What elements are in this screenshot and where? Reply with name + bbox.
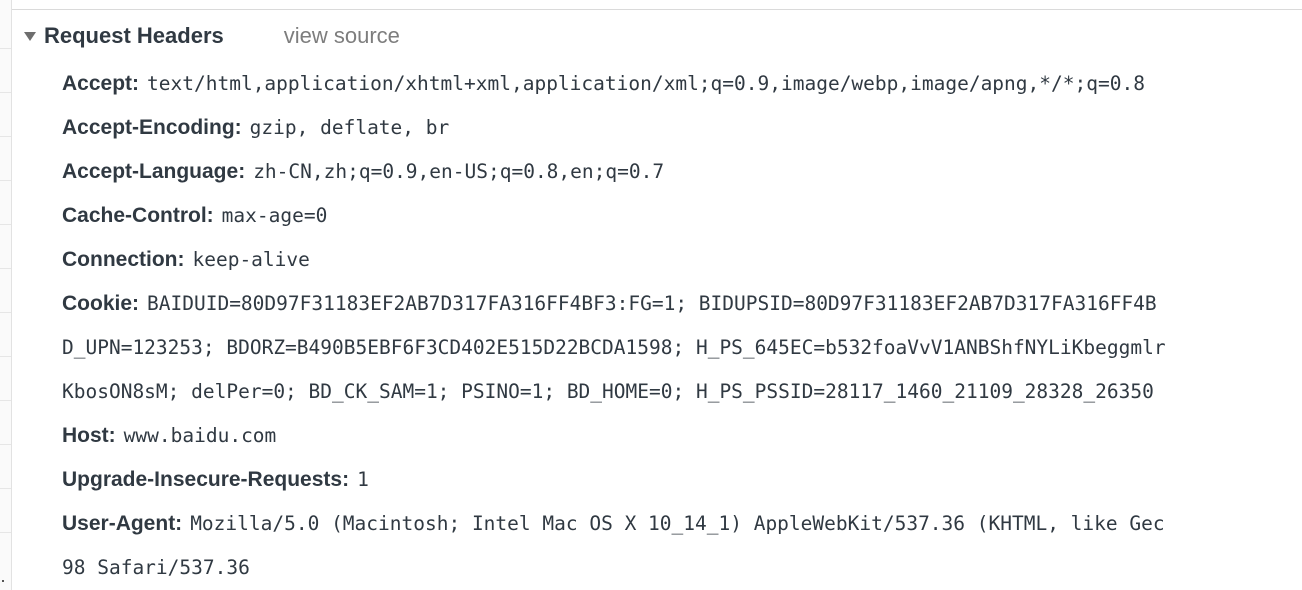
header-value-wrapped-line: D_UPN=123253; BDORZ=B490B5EBF6F3CD402E51… bbox=[62, 336, 1166, 359]
gutter-tick bbox=[0, 400, 11, 401]
header-row: Host: www.baidu.com bbox=[62, 414, 1302, 458]
header-row: Accept-Language: zh-CN,zh;q=0.9,en-US;q=0… bbox=[62, 150, 1302, 194]
gutter-tick bbox=[0, 92, 11, 93]
header-name: Cookie: bbox=[62, 292, 140, 315]
header-name: Connection: bbox=[62, 248, 185, 271]
header-value-continuation: KbosON8sM; delPer=0; BD_CK_SAM=1; PSINO=… bbox=[62, 370, 1302, 414]
header-value: max-age=0 bbox=[221, 204, 328, 227]
gutter-tick bbox=[0, 180, 11, 181]
header-value: keep-alive bbox=[192, 248, 310, 271]
header-value: www.baidu.com bbox=[123, 424, 277, 447]
header-value-continuation: 98 Safari/537.36 bbox=[62, 546, 1302, 590]
section-title: Request Headers bbox=[44, 23, 224, 48]
gutter-tick bbox=[0, 48, 11, 49]
header-value-wrapped-line: 98 Safari/537.36 bbox=[62, 556, 250, 579]
disclosure-triangle-icon[interactable] bbox=[24, 32, 36, 41]
header-value: text/html,application/xhtml+xml,applicat… bbox=[147, 72, 1145, 95]
header-name: User-Agent: bbox=[62, 512, 183, 535]
gutter-tick bbox=[0, 136, 11, 137]
header-value: gzip, deflate, br bbox=[249, 116, 450, 139]
header-name: Upgrade-Insecure-Requests: bbox=[62, 468, 350, 491]
header-row: Upgrade-Insecure-Requests: 1 bbox=[62, 458, 1302, 502]
header-name: Accept-Encoding: bbox=[62, 116, 242, 139]
request-headers-list: Accept: text/html,application/xhtml+xml,a… bbox=[62, 62, 1302, 590]
header-value: Mozilla/5.0 (Macintosh; Intel Mac OS X 1… bbox=[190, 512, 1165, 535]
header-value: 1 bbox=[357, 468, 369, 491]
header-value-wrapped-line: KbosON8sM; delPer=0; BD_CK_SAM=1; PSINO=… bbox=[62, 380, 1154, 403]
gutter-dot bbox=[2, 580, 4, 582]
request-headers-section-header[interactable]: Request Headers view source bbox=[24, 22, 400, 50]
gutter-tick bbox=[0, 356, 11, 357]
header-row: Cookie: BAIDUID=80D97F31183EF2AB7D317FA31… bbox=[62, 282, 1302, 326]
header-name: Cache-Control: bbox=[62, 204, 214, 227]
gutter-tick bbox=[0, 224, 11, 225]
header-row: Accept: text/html,application/xhtml+xml,a… bbox=[62, 62, 1302, 106]
header-row: Connection: keep-alive bbox=[62, 238, 1302, 282]
gutter-tick bbox=[0, 488, 11, 489]
header-value: BAIDUID=80D97F31183EF2AB7D317FA316FF4BF3… bbox=[147, 292, 1157, 315]
gutter-tick bbox=[0, 444, 11, 445]
header-value-continuation: D_UPN=123253; BDORZ=B490B5EBF6F3CD402E51… bbox=[62, 326, 1302, 370]
left-gutter bbox=[0, 0, 12, 590]
gutter-tick bbox=[0, 268, 11, 269]
header-value: zh-CN,zh;q=0.9,en-US;q=0.8,en;q=0.7 bbox=[253, 160, 665, 183]
gutter-tick bbox=[0, 532, 11, 533]
gutter-tick bbox=[0, 312, 11, 313]
header-row: Cache-Control: max-age=0 bbox=[62, 194, 1302, 238]
header-row: User-Agent: Mozilla/5.0 (Macintosh; Intel… bbox=[62, 502, 1302, 546]
top-divider bbox=[0, 9, 1302, 10]
header-name: Host: bbox=[62, 424, 116, 447]
header-row: Accept-Encoding: gzip, deflate, br bbox=[62, 106, 1302, 150]
view-source-link[interactable]: view source bbox=[283, 23, 400, 48]
header-name: Accept-Language: bbox=[62, 160, 246, 183]
header-name: Accept: bbox=[62, 72, 140, 95]
